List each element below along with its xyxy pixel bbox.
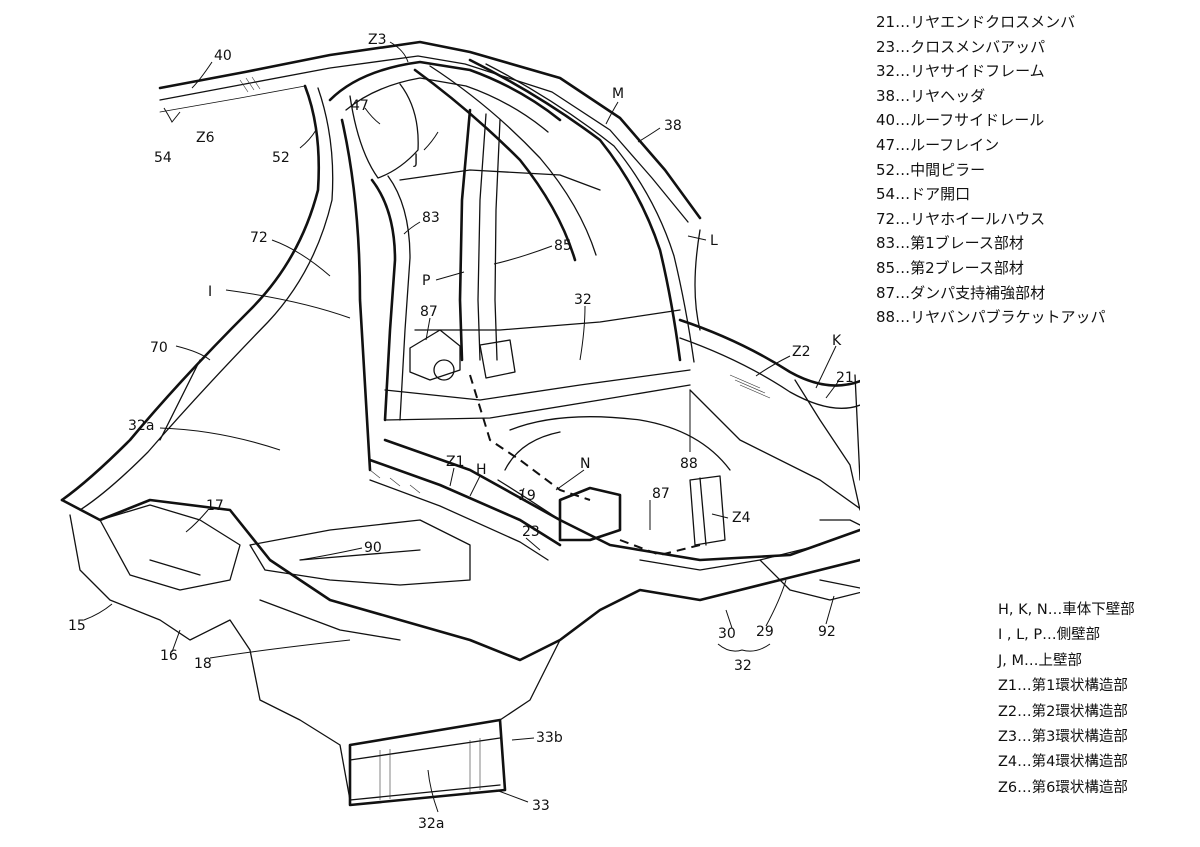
callout-Z2: Z2 [792,344,811,360]
callout-29: 29 [756,624,774,640]
callout-32a-bottom: 32a [418,816,444,832]
legend-item: 83…第1ブレース部材 [876,234,1024,253]
legend-item: 40…ルーフサイドレール [876,111,1045,130]
callout-I: I [208,284,212,300]
callout-54: 54 [154,150,172,166]
legend-item: 21…リヤエンドクロスメンバ [876,13,1076,31]
callout-52: 52 [272,150,290,166]
callout-labels: 40 Z3 Z6 54 47 52 J M 38 83 L 72 85 P I … [68,32,854,832]
callout-P: P [422,273,430,289]
callout-23: 23 [522,524,540,540]
callout-88-center: 88 [680,456,698,472]
structure-groups-legend: H, K, N…車体下壁部 I , L, P…側壁部 J, M…上壁部 Z1…第… [998,598,1135,801]
callout-32-upper: 32 [574,292,592,308]
callout-32a-left: 32a [128,418,154,434]
callout-32-lower: 32 [734,658,752,674]
legend-item: Z4…第4環状構造部 [998,754,1128,771]
callout-33: 33 [532,798,550,814]
legend-item: 54…ドア開口 [876,185,971,204]
legend-item: 52…中間ピラー [876,160,986,179]
callout-17: 17 [206,498,224,514]
legend-item: 72…リヤホイールハウス [876,209,1046,228]
callout-16: 16 [160,648,178,664]
callout-70: 70 [150,340,168,356]
callout-87-lower: 87 [652,486,670,502]
callout-Z4: Z4 [732,510,751,526]
callout-72: 72 [250,230,268,246]
callout-18: 18 [194,656,212,672]
callout-83: 83 [422,210,440,226]
callout-Z1: Z1 [446,454,465,470]
callout-87-upper: 87 [420,304,438,320]
body-structure-lines [60,40,860,807]
legend-item: 23…クロスメンバアッパ [876,37,1046,56]
legend-item: 87…ダンパ支持補強部材 [876,283,1046,302]
legend-item: Z2…第2環状構造部 [998,703,1128,720]
callout-85: 85 [554,238,572,254]
leader-lines [83,41,839,813]
legend-item: 32…リヤサイドフレーム [876,62,1045,81]
callout-40: 40 [214,48,232,64]
legend-item: I , L, P…側壁部 [998,627,1101,644]
callout-K: K [832,333,842,349]
callout-19: 19 [518,488,536,504]
rear-body-structure-drawing: 40 Z3 Z6 54 47 52 J M 38 83 L 72 85 P I … [60,32,860,832]
legend-item: Z3…第3環状構造部 [998,729,1128,746]
callout-38: 38 [664,118,682,134]
callout-47: 47 [351,98,369,114]
parts-legend: 21…リヤエンドクロスメンバ 23…クロスメンバアッパ 32…リヤサイドフレーム… [876,10,1106,330]
legend-item: H, K, N…車体下壁部 [998,602,1135,618]
legend-item: 38…リヤヘッダ [876,86,986,105]
legend-item: 88…リヤバンパブラケットアッパ [876,308,1106,327]
legend-item: Z1…第1環状構造部 [998,678,1128,695]
callout-M: M [612,86,624,102]
legend-item: 47…ルーフレイン [876,135,1000,154]
callout-30: 30 [718,626,736,642]
callout-90: 90 [364,540,382,556]
legend-item: 85…第2ブレース部材 [876,258,1024,277]
callout-L: L [710,233,718,249]
callout-33b: 33b [536,730,563,746]
callout-H: H [476,462,487,478]
callout-Z3: Z3 [368,32,387,48]
callout-15: 15 [68,618,86,634]
callout-Z6: Z6 [196,130,215,146]
legend-item: Z6…第6環状構造部 [998,779,1128,796]
hatching [239,76,771,800]
callout-J: J [413,152,418,168]
callout-92: 92 [818,624,836,640]
callout-N: N [580,456,590,472]
legend-item: J, M…上壁部 [998,652,1083,669]
callout-21: 21 [836,370,854,386]
